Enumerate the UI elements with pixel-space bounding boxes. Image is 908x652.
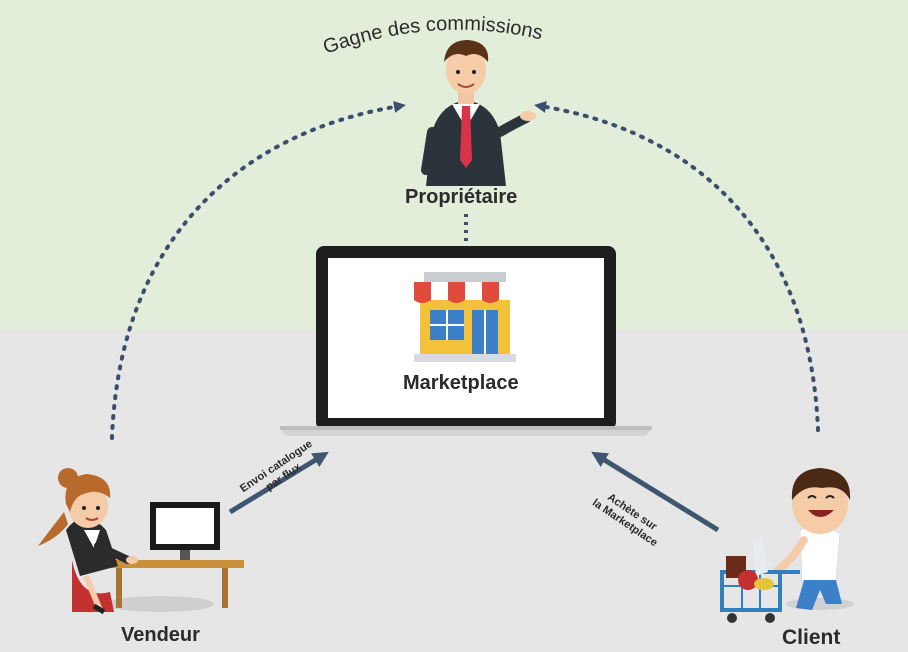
commission-arc-left xyxy=(110,101,406,440)
commission-arc-right xyxy=(534,101,820,432)
client-to-market-arrow xyxy=(591,451,720,533)
marketplace-label: Marketplace xyxy=(403,372,519,394)
shop-icon xyxy=(414,272,516,362)
client-illustration xyxy=(720,468,854,623)
diagram-title: Gagne des commissions xyxy=(320,13,545,59)
client-label: Client xyxy=(782,626,841,649)
title-text: Gagne des commissions xyxy=(320,13,545,59)
seller-to-market-arrow xyxy=(228,451,329,515)
seller-illustration xyxy=(38,468,244,615)
owner-label: Propriétaire xyxy=(405,186,518,208)
owner-illustration xyxy=(421,40,536,186)
seller-label: Vendeur xyxy=(121,624,200,646)
